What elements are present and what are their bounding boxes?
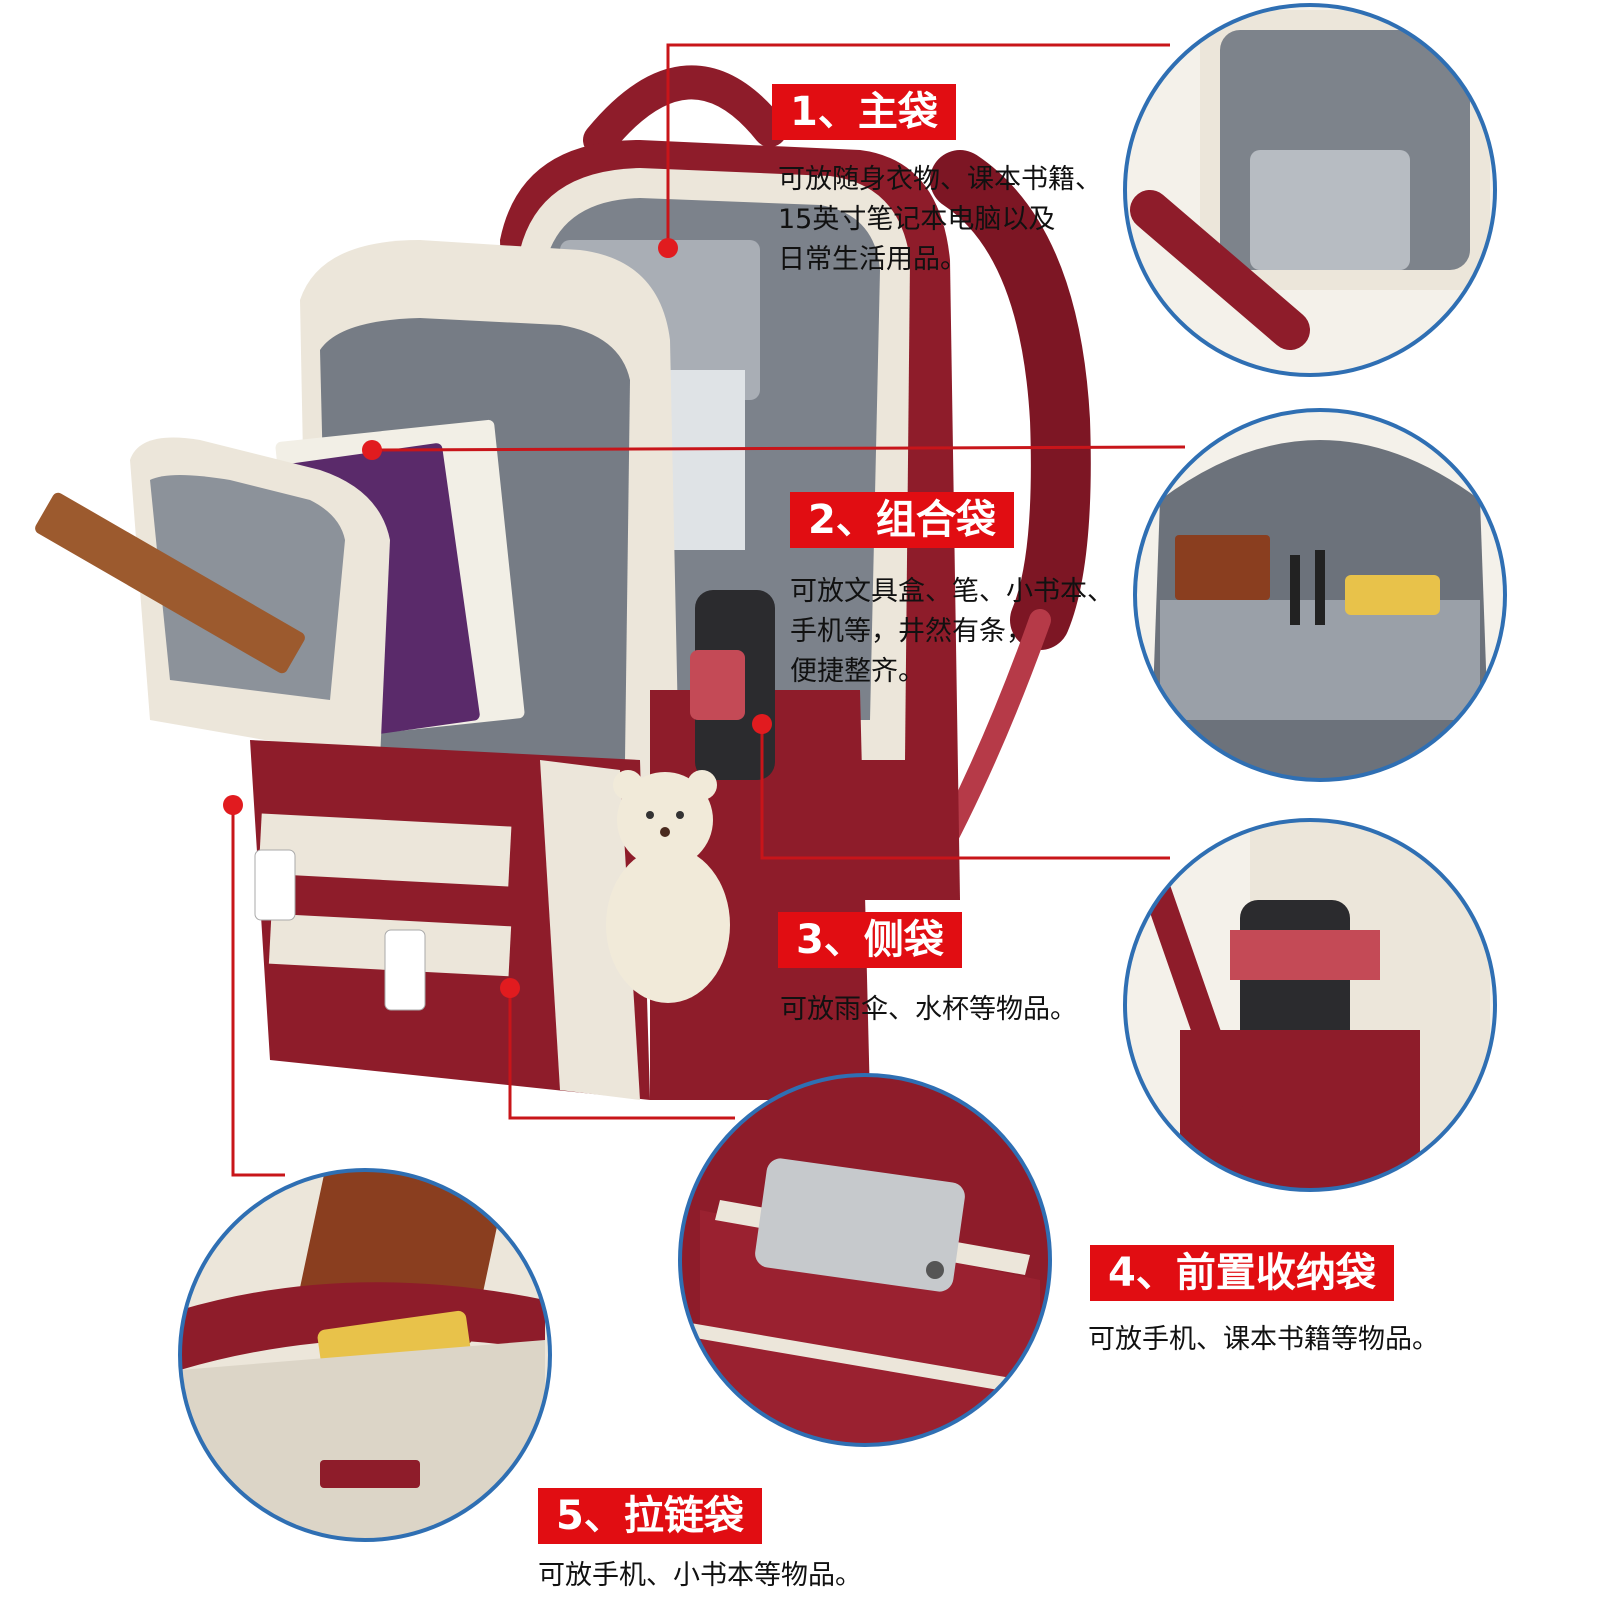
- callout-organizer-label: 2、组合袋: [790, 492, 1014, 548]
- detail-circle-zipper-pocket: [178, 1168, 552, 1542]
- connector-4: [508, 988, 735, 1120]
- wallet: [35, 492, 305, 674]
- front-cream-band: [258, 813, 512, 887]
- buckle-right: [384, 929, 426, 1011]
- desc-line: 手机等，井然有条，: [790, 616, 1033, 647]
- connector-5: [231, 805, 285, 1177]
- connector-lines: [231, 43, 1186, 1177]
- callout-side-pocket-label: 3、侧袋: [778, 912, 962, 968]
- desc-line: 15英寸笔记本电脑以及: [778, 204, 1056, 235]
- desc-line: 可放手机、课本书籍等物品。: [1088, 1324, 1439, 1355]
- shoulder-strap: [930, 150, 1091, 650]
- connector-dots: [223, 238, 772, 998]
- callout-front-pocket-desc: 可放手机、课本书籍等物品。: [1088, 1320, 1439, 1360]
- teddy-bear-charm: [606, 770, 730, 1003]
- top-handle: [583, 65, 787, 157]
- detail-circle-side-pocket: [1123, 818, 1497, 1192]
- connector-1: [666, 43, 1170, 248]
- callout-front-pocket-label: 4、前置收纳袋: [1090, 1245, 1394, 1301]
- side-cream-panel: [540, 760, 640, 1100]
- callout-organizer-desc: 可放文具盒、笔、小书本、 手机等，井然有条， 便捷整齐。: [790, 572, 1114, 692]
- callout-main-pocket-label: 1、主袋: [772, 84, 956, 140]
- callout-zipper-pocket-label: 5、拉链袋: [538, 1488, 762, 1544]
- desc-line: 可放随身衣物、课本书籍、: [778, 164, 1102, 195]
- callout-side-pocket-desc: 可放雨伞、水杯等物品。: [780, 990, 1077, 1030]
- desc-line: 可放雨伞、水杯等物品。: [780, 994, 1077, 1025]
- callout-zipper-pocket-desc: 可放手机、小书本等物品。: [538, 1556, 862, 1596]
- connector-2: [371, 445, 1186, 452]
- desc-line: 日常生活用品。: [778, 244, 967, 275]
- side-strap-buckle: [690, 650, 745, 720]
- desc-line: 可放手机、小书本等物品。: [538, 1560, 862, 1591]
- detail-circle-main-pocket: [1123, 3, 1497, 377]
- desc-line: 可放文具盒、笔、小书本、: [790, 576, 1114, 607]
- detail-circle-organizer: [1133, 408, 1507, 782]
- buckle-left: [254, 849, 296, 921]
- backpack: [35, 65, 1091, 1100]
- callout-main-pocket-desc: 可放随身衣物、课本书籍、 15英寸笔记本电脑以及 日常生活用品。: [778, 160, 1102, 280]
- detail-circle-front-pocket: [678, 1073, 1052, 1447]
- connector-3: [760, 724, 1170, 860]
- desc-line: 便捷整齐。: [790, 656, 925, 687]
